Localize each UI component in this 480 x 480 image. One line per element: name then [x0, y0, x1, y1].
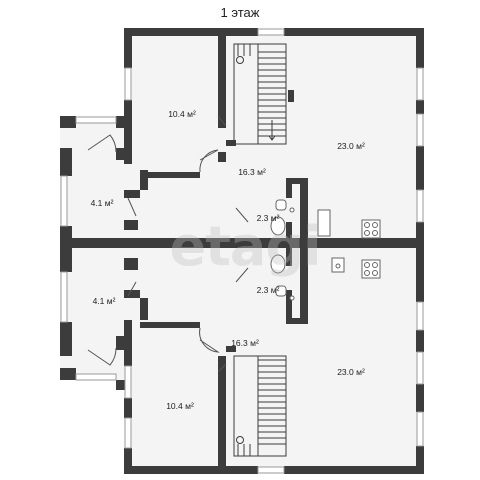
- lower-staircase: [233, 355, 287, 457]
- floor-area: [60, 30, 422, 470]
- interior-walls: [60, 36, 424, 466]
- upper-staircase: [233, 43, 287, 145]
- outer-walls: [60, 28, 424, 474]
- room-label-upper-entry: 4.1 м²: [91, 198, 114, 208]
- room-label-upper-bedroom: 10.4 м²: [168, 109, 196, 119]
- room-label-lower-bath: 2.3 м²: [257, 285, 280, 295]
- room-label-lower-living: 23.0 м²: [337, 367, 365, 377]
- floor-title: 1 этаж: [220, 5, 260, 20]
- kitchen-fixtures: [317, 209, 381, 279]
- windows: [60, 28, 424, 474]
- room-label-upper-hall: 16.3 м²: [238, 167, 266, 177]
- room-labels: 10.4 м² 16.3 м² 23.0 м² 2.3 м² 4.1 м² 4.…: [91, 109, 365, 411]
- room-label-upper-living: 23.0 м²: [337, 141, 365, 151]
- door-swings: [87, 115, 249, 373]
- room-label-lower-hall: 16.3 м²: [231, 338, 259, 348]
- room-label-upper-bath: 2.3 м²: [257, 213, 280, 223]
- room-label-lower-entry: 4.1 м²: [93, 296, 116, 306]
- watermark: etagi: [169, 215, 321, 278]
- bathroom-fixtures: [270, 199, 295, 301]
- room-label-lower-bedroom: 10.4 м²: [166, 401, 194, 411]
